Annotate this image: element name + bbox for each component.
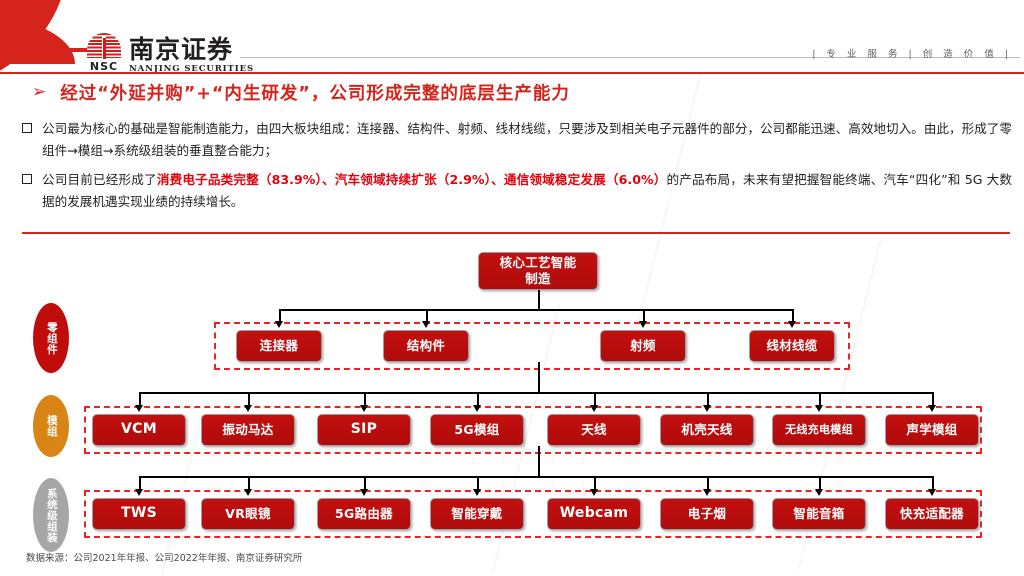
connector-drop <box>248 476 250 492</box>
connector-drop <box>426 309 428 324</box>
diagram-node-电子烟[interactable]: 电子烟 <box>660 498 754 530</box>
connector-drop <box>643 309 645 324</box>
diagram-root-node[interactable]: 核心工艺智能制造 <box>478 252 598 290</box>
logo-english-name: NANJING SECURITIES <box>129 63 255 74</box>
connector-drop <box>932 476 934 492</box>
diagram-node-Webcam[interactable]: Webcam <box>547 498 641 530</box>
connector-arrowhead <box>135 489 143 496</box>
connector-drop <box>707 392 709 408</box>
connector-arrowhead <box>360 489 368 496</box>
connector-stem-2 <box>538 362 540 392</box>
connector-arrowhead <box>590 489 598 496</box>
diagram-node-SIP[interactable]: SIP <box>317 414 411 446</box>
connector-arrowhead <box>135 405 143 412</box>
connector-bus-2 <box>139 392 932 394</box>
tier-label-1: 零组件 <box>33 303 69 373</box>
connector-arrowhead <box>815 405 823 412</box>
connector-arrowhead <box>928 405 936 412</box>
square-bullet-icon <box>22 174 32 185</box>
bullet-text-2: 公司目前已经形成了消费电子品类完整（83.9%）、汽车领域持续扩张（2.9%）、… <box>42 169 1012 213</box>
diagram-node-线材线缆[interactable]: 线材线缆 <box>749 330 835 362</box>
header-tagline: | 专 业 服 务 | 创 造 价 值 | <box>812 49 1012 60</box>
tier-dashed-frame-3 <box>84 490 982 538</box>
connector-arrowhead <box>788 321 796 328</box>
diagram-node-智能音箱[interactable]: 智能音箱 <box>772 498 866 530</box>
connector-arrowhead <box>244 405 252 412</box>
bullet-list: 公司最为核心的基础是智能制造能力，由四大板块组成：连接器、结构件、射频、线材线缆… <box>22 118 1012 220</box>
page-title: ➢ 经过“外延并购”+“内生研发”，公司形成完整的底层生产能力 <box>32 80 570 105</box>
connector-arrowhead <box>473 405 481 412</box>
diagram-node-智能穿戴[interactable]: 智能穿戴 <box>430 498 524 530</box>
logo-abbr: NSC <box>89 60 119 73</box>
connector-arrowhead <box>639 321 647 328</box>
bullet-text-1: 公司最为核心的基础是智能制造能力，由四大板块组成：连接器、结构件、射频、线材线缆… <box>42 118 1012 162</box>
connector-drop <box>594 392 596 408</box>
diagram-node-TWS[interactable]: TWS <box>92 498 186 530</box>
diagram-node-连接器[interactable]: 连接器 <box>236 330 322 362</box>
connector-drop <box>364 476 366 492</box>
connector-arrowhead <box>703 405 711 412</box>
tier-label-3: 系统级组装 <box>33 478 69 552</box>
connector-bus-3 <box>139 476 932 478</box>
tier-label-2: 模组 <box>33 395 69 457</box>
diagram-node-机壳天线[interactable]: 机壳天线 <box>660 414 754 446</box>
diagram-node-无线充电模组[interactable]: 无线充电模组 <box>772 414 866 446</box>
connector-bus-1 <box>279 309 792 311</box>
connector-drop <box>364 392 366 408</box>
source-note: 数据来源：公司2021年年报、公司2022年年报、南京证券研究所 <box>26 553 303 564</box>
connector-drop <box>477 476 479 492</box>
connector-stem-1 <box>538 290 540 309</box>
diagram-node-5G模组[interactable]: 5G模组 <box>430 414 524 446</box>
connector-drop <box>707 476 709 492</box>
corner-decoration-tail <box>46 48 88 52</box>
connector-arrowhead <box>928 489 936 496</box>
connector-arrowhead <box>590 405 598 412</box>
tier-dashed-frame-2 <box>84 406 982 454</box>
connector-drop <box>477 392 479 408</box>
connector-drop <box>279 309 281 324</box>
header-red-rule <box>0 72 1024 74</box>
connector-drop <box>594 476 596 492</box>
connector-arrowhead <box>360 405 368 412</box>
diagram-node-结构件[interactable]: 结构件 <box>383 330 469 362</box>
connector-drop <box>932 392 934 408</box>
connector-arrowhead <box>815 489 823 496</box>
diagram-node-射频[interactable]: 射频 <box>600 330 686 362</box>
highlighted-text: 消费电子品类完整（83.9%）、汽车领域持续扩张（2.9%）、通信领域稳定发展（… <box>156 172 667 188</box>
arrow-bullet-icon: ➢ <box>32 82 47 102</box>
body-text: 公司目前已经形成了 <box>42 172 157 188</box>
diagram-node-振动马达[interactable]: 振动马达 <box>201 414 295 446</box>
page-title-text: 经过“外延并购”+“内生研发”，公司形成完整的底层生产能力 <box>60 84 570 104</box>
body-text: 的产品布局，未来有望把握智能终端、汽车“四化”和 5G 大数据的发展机遇实现业绩… <box>42 172 1013 210</box>
logo-chinese-name: 南京证券 <box>129 34 234 64</box>
connector-drop <box>139 392 141 408</box>
diagram-node-天线[interactable]: 天线 <box>547 414 641 446</box>
connector-arrowhead <box>244 489 252 496</box>
logo-arch-icon: NSC <box>86 33 122 73</box>
diagram-node-声学模组[interactable]: 声学模组 <box>885 414 979 446</box>
diagram-node-5G路由器[interactable]: 5G路由器 <box>317 498 411 530</box>
square-bullet-icon <box>22 123 32 133</box>
connector-drop <box>819 392 821 408</box>
body-text: 公司最为核心的基础是智能制造能力，由四大板块组成：连接器、结构件、射频、线材线缆… <box>42 121 1012 159</box>
connector-drop <box>792 309 794 324</box>
bullet-item: 公司最为核心的基础是智能制造能力，由四大板块组成：连接器、结构件、射频、线材线缆… <box>22 118 1012 162</box>
connector-arrowhead <box>275 321 283 328</box>
connector-drop <box>139 476 141 492</box>
diagram-node-VCM[interactable]: VCM <box>92 414 186 446</box>
diagram-node-VR眼镜[interactable]: VR眼镜 <box>201 498 295 530</box>
body-red-rule <box>22 232 1010 234</box>
header-divider <box>240 57 1020 58</box>
connector-drop <box>819 476 821 492</box>
connector-arrowhead <box>703 489 711 496</box>
tier-dashed-frame-1 <box>214 322 850 370</box>
company-logo: NSC 南京证券 NANJING SECURITIES <box>86 33 254 73</box>
bullet-item: 公司目前已经形成了消费电子品类完整（83.9%）、汽车领域持续扩张（2.9%）、… <box>22 169 1012 213</box>
connector-arrowhead <box>422 321 430 328</box>
diagram-node-快充适配器[interactable]: 快充适配器 <box>885 498 979 530</box>
connector-arrowhead <box>473 489 481 496</box>
connector-drop <box>248 392 250 408</box>
connector-stem-3 <box>538 446 540 476</box>
